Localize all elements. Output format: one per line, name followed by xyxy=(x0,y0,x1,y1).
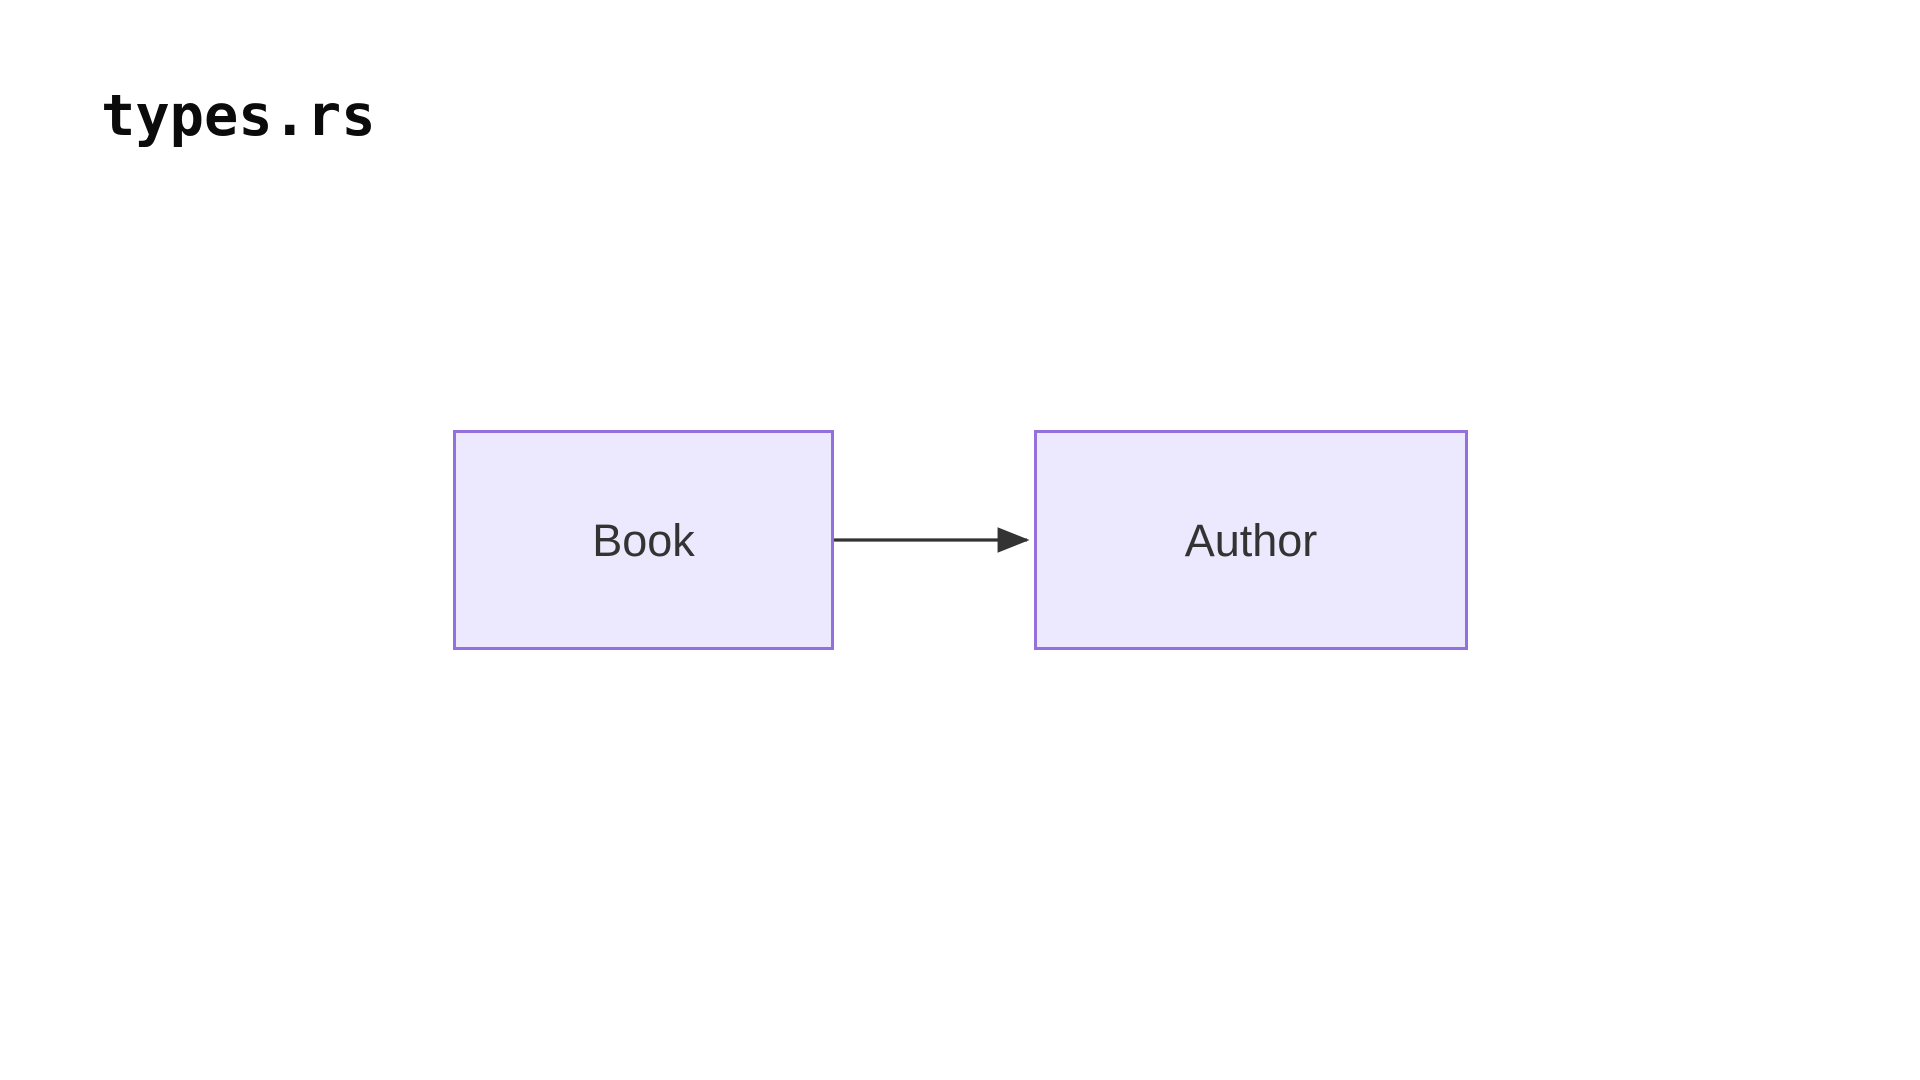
diagram-node-author[interactable]: Author xyxy=(1034,430,1468,650)
diagram-node-author-label: Author xyxy=(1184,514,1318,566)
diagram-node-book-label: Book xyxy=(592,514,695,566)
diagram-node-book[interactable]: Book xyxy=(453,430,834,650)
page-title: types.rs xyxy=(101,83,376,149)
